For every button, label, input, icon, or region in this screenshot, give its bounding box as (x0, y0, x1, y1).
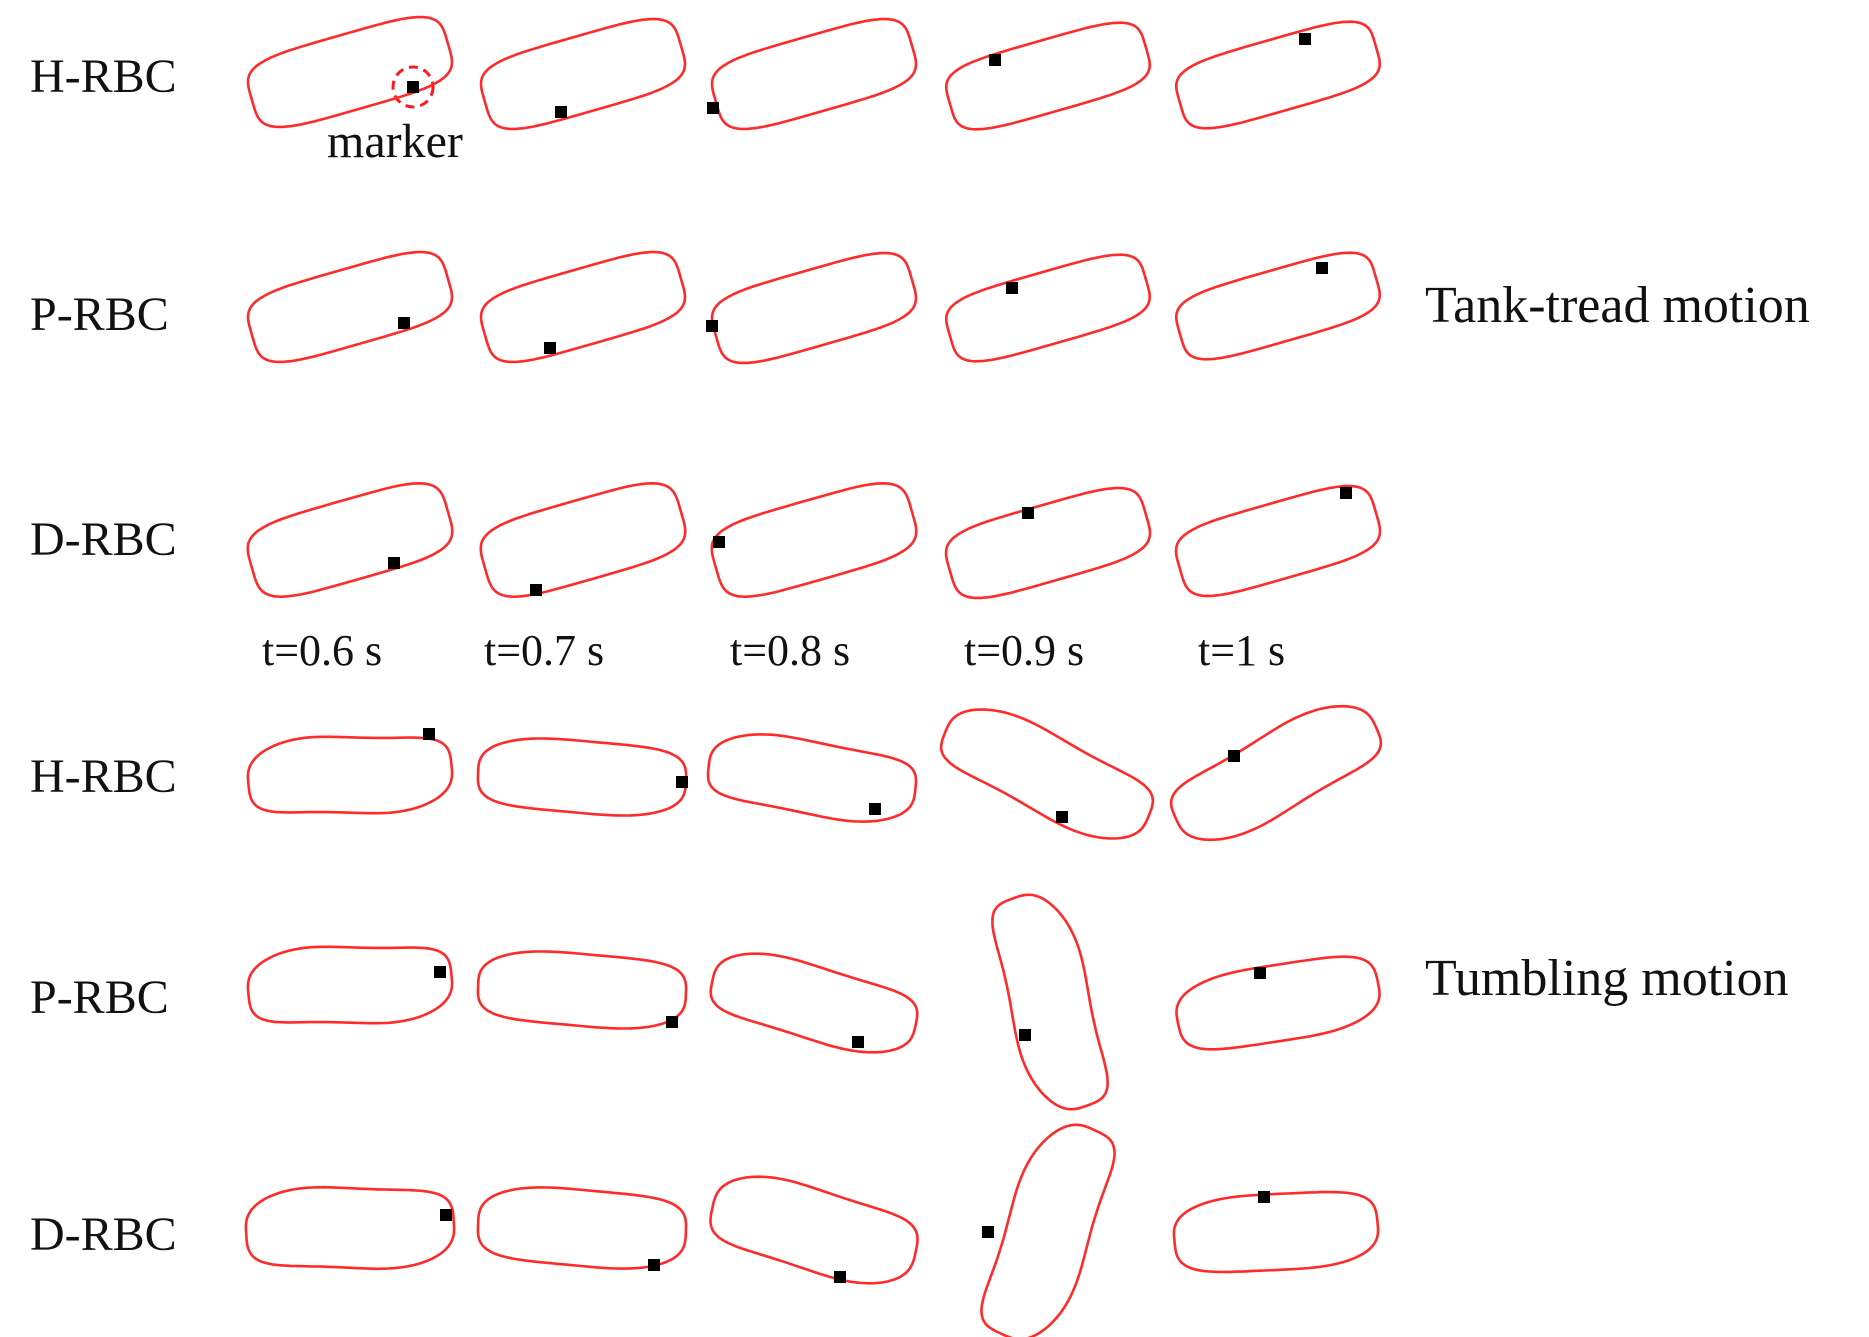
rbc-outline-tumble-h-0 (246, 735, 454, 815)
rbc-marker-tumble-p-4 (1254, 967, 1266, 979)
rbc-marker-tank-d-4 (1340, 487, 1352, 499)
rbc-outline-tumble-p-0 (246, 945, 454, 1025)
rbc-outline-tank-h-0 (246, 15, 454, 129)
rbc-outline-tank-d-4 (1174, 484, 1382, 598)
time-label-1: t=0.7 s (484, 626, 604, 675)
marker-annotation-label: marker (327, 115, 463, 168)
rbc-marker-tank-p-2 (706, 320, 718, 332)
rbc-marker-tumble-d-2 (834, 1271, 846, 1283)
rbc-marker-tank-h-2 (707, 102, 719, 114)
rbc-marker-tumble-p-2 (852, 1036, 864, 1048)
motion-label-tumbling: Tumbling motion (1425, 950, 1789, 1007)
rbc-outline-tumble-p-4 (1175, 955, 1381, 1051)
rbc-marker-tank-h-1 (555, 106, 567, 118)
rbc-marker-tumble-d-3 (982, 1226, 994, 1238)
rbc-outline-tumble-p-3 (991, 893, 1109, 1111)
rbc-marker-tumble-p-1 (666, 1016, 678, 1028)
rbc-outline-tank-d-3 (944, 486, 1152, 600)
time-label-0: t=0.6 s (262, 626, 382, 675)
rbc-outline-tumble-h-4 (1169, 704, 1383, 842)
rbc-marker-tank-p-3 (1006, 282, 1018, 294)
rbc-marker-tumble-h-3 (1056, 811, 1068, 823)
row-label-tank-p-rbc: P-RBC (30, 288, 169, 341)
rbc-marker-tank-h-0 (407, 81, 419, 93)
rbc-outline-tank-p-3 (945, 253, 1151, 363)
rbc-outline-tumble-d-1 (476, 1186, 688, 1270)
rbc-marker-tank-d-2 (713, 536, 725, 548)
tank-tread-section: H-RBC P-RBC D-RBC Tank-tread motion mark… (30, 50, 1810, 566)
row-label-tank-d-rbc: D-RBC (30, 513, 177, 566)
rbc-marker-tank-p-1 (544, 342, 556, 354)
rbc-marker-tumble-h-1 (676, 776, 688, 788)
rbc-marker-tumble-p-0 (434, 966, 446, 978)
rbc-marker-tank-d-0 (388, 557, 400, 569)
rbc-marker-tank-h-4 (1299, 33, 1311, 45)
motion-label-tank-tread: Tank-tread motion (1425, 277, 1810, 334)
rbc-outline-tumble-p-1 (476, 950, 688, 1030)
time-label-4: t=1 s (1198, 626, 1285, 675)
rbc-outline-tank-p-1 (479, 250, 687, 364)
rbc-marker-tank-p-4 (1316, 262, 1328, 274)
rbc-outline-tumble-d-2 (709, 1175, 919, 1285)
row-label-tumble-h-rbc: H-RBC (30, 750, 177, 803)
rbc-outline-tumble-d-3 (980, 1123, 1116, 1337)
rbc-outline-tumble-h-1 (476, 737, 688, 817)
rbc-outline-tank-d-0 (246, 482, 454, 598)
rbc-outline-tank-d-1 (479, 482, 687, 598)
cells-layer (244, 15, 1383, 1337)
rbc-marker-tank-d-3 (1022, 507, 1034, 519)
rbc-marker-tumble-d-0 (440, 1209, 452, 1221)
rbc-outline-tank-p-4 (1175, 251, 1381, 361)
rbc-outline-tumble-p-2 (709, 952, 919, 1054)
rbc-marker-tumble-h-0 (423, 728, 435, 740)
time-labels: t=0.6 s t=0.7 s t=0.8 s t=0.9 s t=1 s (262, 626, 1285, 675)
tumbling-section: H-RBC P-RBC D-RBC Tumbling motion (30, 750, 1789, 1261)
rbc-marker-tank-h-3 (989, 54, 1001, 66)
time-label-3: t=0.9 s (964, 626, 1084, 675)
rbc-outline-tank-h-2 (710, 17, 918, 131)
marker-highlight-circle (391, 65, 435, 109)
rbc-outline-tank-h-1 (479, 17, 687, 131)
rbc-outline-tumble-d-4 (1172, 1190, 1380, 1274)
rbc-marker-tumble-h-4 (1228, 750, 1240, 762)
rbc-outline-tumble-h-2 (706, 733, 918, 823)
rbc-outline-tank-d-2 (710, 482, 918, 598)
rbc-marker-tank-d-1 (530, 584, 542, 596)
rbc-outline-tumble-d-0 (244, 1185, 456, 1271)
time-label-2: t=0.8 s (730, 626, 850, 675)
row-label-tumble-p-rbc: P-RBC (30, 971, 169, 1024)
row-label-tumble-d-rbc: D-RBC (30, 1208, 177, 1261)
row-label-tank-h-rbc: H-RBC (30, 50, 177, 103)
rbc-outline-tumble-h-3 (939, 708, 1155, 840)
rbc-marker-tumble-p-3 (1019, 1029, 1031, 1041)
rbc-outline-tank-p-2 (710, 251, 918, 365)
rbc-outline-tank-h-3 (945, 21, 1151, 131)
rbc-marker-tank-p-0 (398, 317, 410, 329)
rbc-marker-tumble-d-4 (1258, 1191, 1270, 1203)
rbc-outline-tank-h-4 (1175, 20, 1381, 130)
rbc-outline-tank-p-0 (246, 250, 454, 364)
rbc-marker-tumble-h-2 (869, 803, 881, 815)
rbc-marker-tumble-d-1 (648, 1259, 660, 1271)
